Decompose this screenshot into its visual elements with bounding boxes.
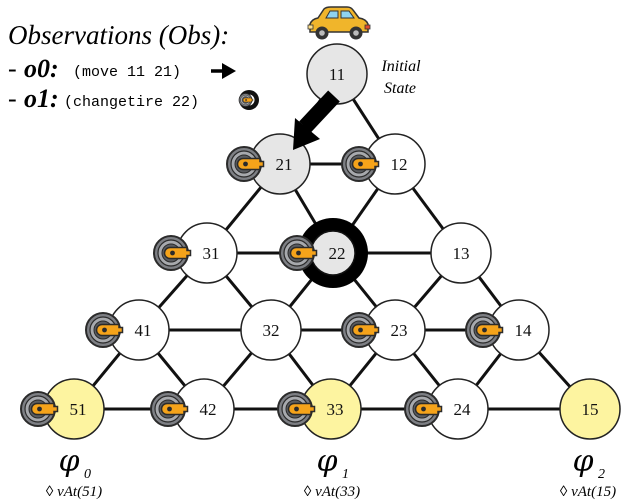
node-11: 11 [306,43,368,105]
node-label: 51 [70,400,87,419]
move-arrow-icon [293,90,340,150]
spare-tire-icon [238,90,259,110]
node-24: 24 [404,378,489,440]
node-circle [240,299,302,361]
observation-o1: - o1: (changetire 22) [8,84,259,113]
node-51: 51 [20,378,105,440]
node-33: 33 [277,378,362,440]
node-label: 41 [135,321,152,340]
initial-state-label: Initial State [380,58,421,97]
goal-symbol: φ [572,444,593,479]
observation-key: o0: [24,54,59,83]
node-label: 11 [329,65,345,84]
node-label: 32 [263,321,280,340]
node-circle [559,378,621,440]
goal-symbol: φ [316,444,337,479]
observation-dash: - [8,84,17,113]
observation-key: o1: [24,84,59,113]
node-12: 12 [341,133,426,195]
node-label: 21 [276,155,293,174]
node-label: 14 [515,321,533,340]
goal-subscript: 0 [84,467,91,482]
goal-subscript: 1 [342,467,349,482]
node-42: 42 [150,378,235,440]
node-label: 33 [327,400,344,419]
node-label: 22 [329,244,346,263]
initial-state-line2: State [384,80,416,97]
node-label: 13 [453,244,470,263]
car-icon [307,6,371,40]
goal-subscript: 2 [598,467,605,482]
goal-formula: ◊ vAt(33) [304,484,360,500]
observation-o0: - o0: (move 11 21) [8,54,236,83]
node-label: 24 [454,400,472,419]
node-label: 23 [391,321,408,340]
initial-state-line1: Initial [380,58,421,75]
node-label: 15 [582,400,599,419]
node-15: 15 [559,378,621,440]
node-label: 42 [200,400,217,419]
node-22: 22 [279,218,368,288]
node-13: 13 [430,222,492,284]
node-41: 41 [85,299,170,361]
node-circle [430,222,492,284]
node-32: 32 [240,299,302,361]
node-31: 31 [153,222,238,284]
observations-legend: Observations (Obs): - o0: (move 11 21) -… [8,20,259,113]
node-label: 12 [391,155,408,174]
observations-title: Observations (Obs): [8,20,229,50]
arrow-right-icon [211,63,236,79]
node-label: 31 [203,244,220,263]
node-14: 14 [465,299,550,361]
goal-formula: ◊ vAt(15) [560,484,616,500]
node-23: 23 [341,299,426,361]
location-nodes: 11 21 12 31 22 13 41 32 23 14 51 42 33 24 15 [20,43,621,440]
goal-symbol: φ [58,444,79,479]
goal-formula: ◊ vAt(51) [46,484,102,500]
observation-command: (changetire 22) [64,94,199,111]
observation-command: (move 11 21) [73,64,181,81]
observation-dash: - [8,54,17,83]
